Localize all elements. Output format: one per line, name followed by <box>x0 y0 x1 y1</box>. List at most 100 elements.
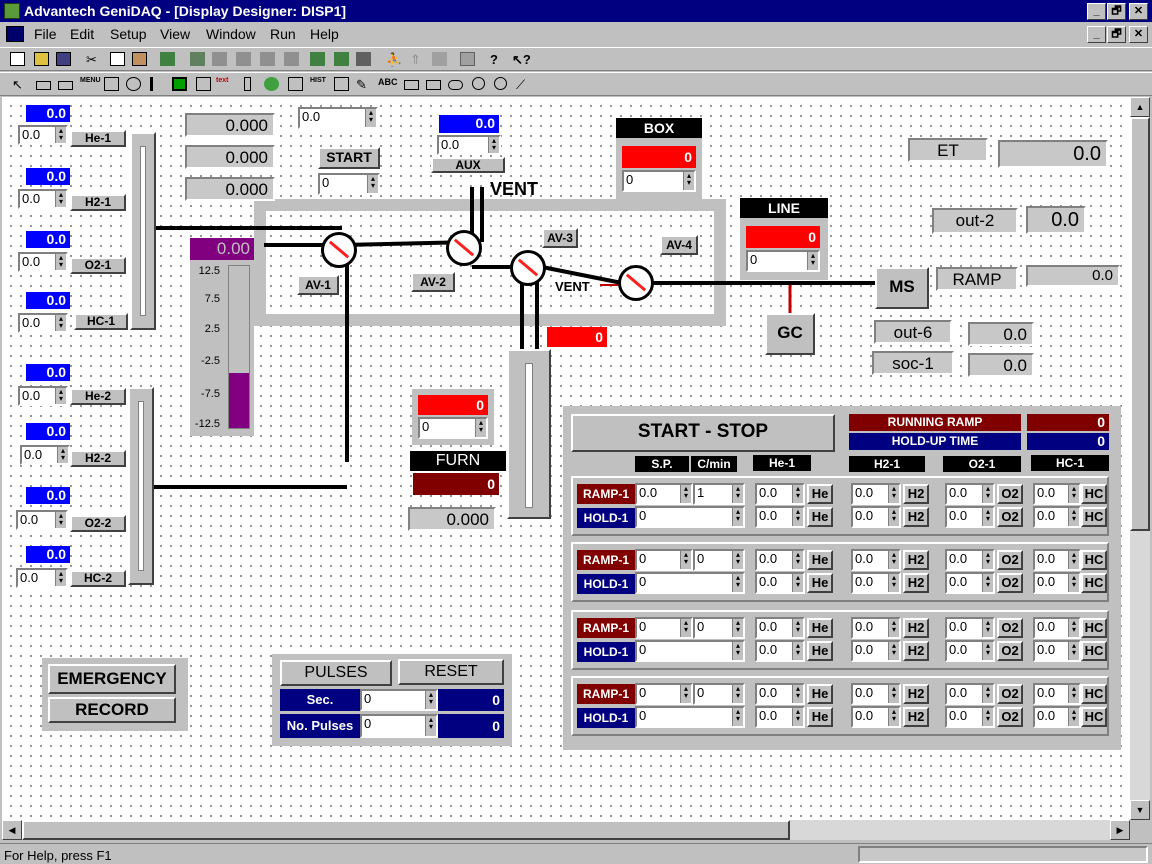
o2-hold-spin[interactable]: 0.0 <box>945 506 995 528</box>
task5-icon[interactable] <box>284 52 299 66</box>
o2-ramp-spin[interactable]: 0.0 <box>945 683 995 705</box>
o2-hold-button[interactable]: O2 <box>997 507 1023 527</box>
hc-ramp-spin[interactable]: 0.0 <box>1033 683 1081 705</box>
he-ramp-spin[interactable]: 0.0 <box>755 683 805 705</box>
copy-icon[interactable] <box>110 52 125 66</box>
he-hold-button[interactable]: He <box>807 707 833 727</box>
cut-icon[interactable]: ✂ <box>86 52 97 67</box>
square-tool-icon[interactable] <box>426 80 441 90</box>
new-icon[interactable] <box>10 52 25 66</box>
h2-ramp-spin[interactable]: 0.0 <box>851 617 901 639</box>
o2-button[interactable]: O2 <box>997 484 1023 504</box>
rect-tool-icon[interactable] <box>404 80 419 90</box>
trend-tool-icon[interactable] <box>334 77 349 91</box>
h2-button[interactable]: H2 <box>903 550 929 570</box>
o2-button[interactable]: O2 <box>997 618 1023 638</box>
hc-ramp-spin[interactable]: 0.0 <box>1033 617 1081 639</box>
manifold-slider-2[interactable] <box>128 387 154 585</box>
tank-tool-icon[interactable] <box>244 77 251 91</box>
roundrect-tool-icon[interactable] <box>448 80 463 90</box>
o2-button[interactable]: O2 <box>997 684 1023 704</box>
he-hold-spin[interactable]: 0.0 <box>755 572 805 594</box>
lock-icon[interactable] <box>432 52 447 66</box>
reset-button[interactable]: RESET <box>398 659 504 685</box>
h2-ramp-spin[interactable]: 0.0 <box>851 549 901 571</box>
aux-button[interactable]: AUX <box>431 157 505 173</box>
hold-input[interactable]: 0 <box>635 572 745 594</box>
h2-hold-spin[interactable]: 0.0 <box>851 706 901 728</box>
menu-run[interactable]: Run <box>270 26 296 42</box>
hc-hold-spin[interactable]: 0.0 <box>1033 640 1081 662</box>
he2-spin[interactable]: 0.0 <box>18 386 68 406</box>
bar-tool-icon[interactable] <box>196 77 211 91</box>
gauge-tool-icon[interactable] <box>264 77 279 91</box>
rate-spin[interactable]: 0 <box>693 617 745 639</box>
h2-hold-button[interactable]: H2 <box>903 641 929 661</box>
hold-input[interactable]: 0 <box>635 640 745 662</box>
menu-view[interactable]: View <box>160 26 191 42</box>
doc-restore-button[interactable]: 🗗 <box>1107 26 1126 43</box>
sec-spin[interactable]: 0 <box>360 689 438 711</box>
box-spin[interactable]: 0 <box>622 170 696 192</box>
horizontal-scrollbar[interactable]: ◀ ▶ <box>2 820 1130 840</box>
task4-icon[interactable] <box>260 52 275 66</box>
scroll-right-button[interactable]: ▶ <box>1110 820 1130 840</box>
he1-button[interactable]: He-1 <box>70 130 126 147</box>
help-icon[interactable]: ? <box>490 52 498 67</box>
he-button[interactable]: He <box>807 484 833 504</box>
start-button[interactable]: START <box>318 147 380 169</box>
arc-tool-icon[interactable] <box>494 77 507 90</box>
o2-hold-spin[interactable]: 0.0 <box>945 706 995 728</box>
he-hold-spin[interactable]: 0.0 <box>755 706 805 728</box>
he-hold-button[interactable]: He <box>807 641 833 661</box>
rate-spin[interactable]: 0 <box>693 549 745 571</box>
manifold-slider-1[interactable] <box>130 132 156 330</box>
o21-spin[interactable]: 0.0 <box>18 252 68 272</box>
doc-minimize-button[interactable]: _ <box>1087 26 1106 43</box>
o2-hold-button[interactable]: O2 <box>997 707 1023 727</box>
o2-ramp-spin[interactable]: 0.0 <box>945 483 995 505</box>
import-icon[interactable] <box>160 52 175 66</box>
rate-spin[interactable]: 1 <box>693 483 745 505</box>
valve-av4[interactable] <box>618 265 654 301</box>
task3-icon[interactable] <box>236 52 251 66</box>
emergency-button[interactable]: EMERGENCY <box>48 664 176 694</box>
furn-spin[interactable]: 0 <box>418 417 488 439</box>
o22-spin[interactable]: 0.0 <box>16 510 68 530</box>
o2-ramp-spin[interactable]: 0.0 <box>945 549 995 571</box>
knob-tool-icon[interactable] <box>126 77 141 91</box>
hc-ramp-spin[interactable]: 0.0 <box>1033 483 1081 505</box>
record-button[interactable]: RECORD <box>48 697 176 723</box>
hc-ramp-spin[interactable]: 0.0 <box>1033 549 1081 571</box>
hc-button[interactable]: HC <box>1081 484 1107 504</box>
av3-button[interactable]: AV-3 <box>542 228 578 248</box>
h21-button[interactable]: H2-1 <box>70 194 126 211</box>
av4-button[interactable]: AV-4 <box>660 235 698 255</box>
horizontal-scroll-thumb[interactable] <box>22 820 790 840</box>
label-tool-icon[interactable]: ABC <box>378 77 398 87</box>
h2-button[interactable]: H2 <box>903 618 929 638</box>
he-hold-spin[interactable]: 0.0 <box>755 640 805 662</box>
display3-icon[interactable] <box>356 52 371 66</box>
hc-hold-button[interactable]: HC <box>1081 707 1107 727</box>
no-pulses-spin[interactable]: 0 <box>360 714 438 738</box>
scroll-down-button[interactable]: ▼ <box>1130 800 1150 820</box>
he-hold-button[interactable]: He <box>807 507 833 527</box>
menu-tool-icon[interactable]: MENU <box>80 77 101 84</box>
hc-hold-spin[interactable]: 0.0 <box>1033 706 1081 728</box>
save-icon[interactable] <box>56 52 71 66</box>
he-button[interactable]: He <box>807 550 833 570</box>
pulses-button[interactable]: PULSES <box>280 660 392 686</box>
o2-hold-button[interactable]: O2 <box>997 641 1023 661</box>
ellipse-tool-icon[interactable] <box>472 77 485 90</box>
menu-help[interactable]: Help <box>310 26 339 42</box>
setpoint-spin[interactable]: 0 <box>635 617 693 639</box>
paste-icon[interactable] <box>132 52 147 66</box>
menu-window[interactable]: Window <box>206 26 256 42</box>
vertical-scroll-thumb[interactable] <box>1130 117 1150 531</box>
display2-icon[interactable] <box>334 52 349 66</box>
aux-spin[interactable]: 0.0 <box>437 135 501 155</box>
hc-button[interactable]: HC <box>1081 550 1107 570</box>
context-help-icon[interactable]: ↖? <box>512 52 531 67</box>
hc2-button[interactable]: HC-2 <box>70 570 126 587</box>
